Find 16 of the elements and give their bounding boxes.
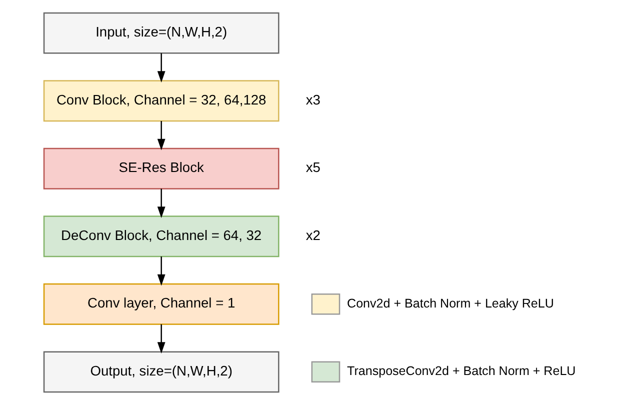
legend-label: Conv2d + Batch Norm + Leaky ReLU <box>346 296 554 310</box>
arrow <box>156 121 165 150</box>
node-box: Output, size=(N,W,H,2) <box>42 351 279 393</box>
node-box: Conv layer, Channel = 1 <box>42 283 279 325</box>
node-box: Input, size=(N,W,H,2) <box>42 12 279 54</box>
node-box: Conv Block, Channel = 32, 64,128 <box>42 80 279 122</box>
node-label: x3 <box>305 92 320 108</box>
node-label: x2 <box>305 228 320 243</box>
arrow <box>156 188 165 218</box>
node-label: x5 <box>305 160 320 176</box>
arrow <box>156 256 165 286</box>
node-box: DeConv Block, Channel = 64, 32 <box>42 216 279 258</box>
arrow <box>156 53 165 82</box>
node-box: SE-Res Block <box>42 148 279 190</box>
arrow <box>156 324 165 354</box>
legend-label: TransposeConv2d + Batch Norm + ReLU <box>346 364 576 378</box>
